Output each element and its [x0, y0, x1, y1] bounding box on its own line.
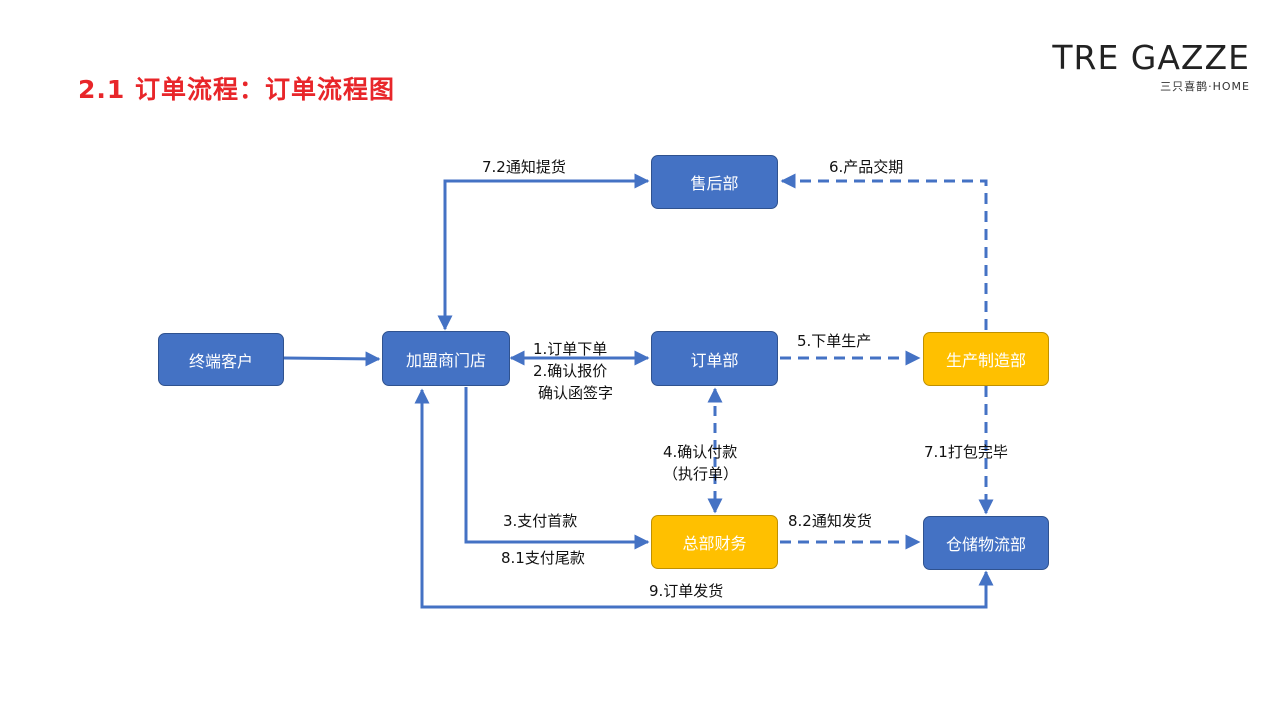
edge-6 [780, 173, 988, 330]
label-2: 2.确认报价 [533, 362, 608, 380]
label-2-sub: 确认函签字 [538, 384, 614, 402]
label-5: 5.下单生产 [797, 332, 872, 350]
edge-7-2 [437, 173, 650, 331]
logo-subtitle: 三只喜鹊·HOME [1160, 80, 1250, 93]
label-3: 3.支付首款 [503, 512, 578, 530]
node-franchise-store: 加盟商门店 [382, 331, 510, 386]
node-logistics: 仓储物流部 [923, 516, 1049, 570]
node-after-sales: 售后部 [651, 155, 778, 209]
label-6: 6.产品交期 [829, 158, 904, 176]
label-1: 1.订单下单 [533, 340, 608, 358]
logo-wordmark: TRE GAZZE [1052, 38, 1250, 77]
label-4-sub: （执行单） [663, 465, 739, 483]
label-8-1: 8.1支付尾款 [501, 549, 585, 567]
node-hq-finance: 总部财务 [651, 515, 778, 569]
label-8-2: 8.2通知发货 [788, 512, 872, 530]
label-7-1: 7.1打包完毕 [924, 443, 1008, 461]
node-manufacturing: 生产制造部 [923, 332, 1049, 386]
label-7-2: 7.2通知提货 [482, 158, 566, 176]
page-title: 2.1 订单流程：订单流程图 [78, 75, 395, 104]
edge-9 [414, 388, 994, 609]
node-customer: 终端客户 [158, 333, 284, 386]
label-4: 4.确认付款 [663, 443, 738, 461]
node-order-dept: 订单部 [651, 331, 778, 386]
brand-logo: TRE GAZZE 三只喜鹊·HOME [1050, 38, 1250, 98]
edge-customer-to-franchise [283, 351, 381, 367]
label-9: 9.订单发货 [649, 582, 724, 600]
